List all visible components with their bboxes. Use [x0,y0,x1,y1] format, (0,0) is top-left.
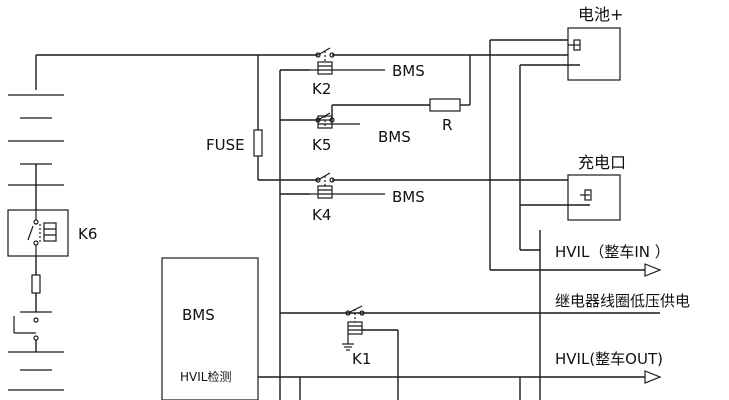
charge-port-connector [520,174,621,221]
label-k1: K1 [352,350,371,368]
lower-battery [8,256,64,391]
fuse [253,129,263,157]
relay-k2 [310,47,385,75]
label-hvil-detect: HVIL检测 [180,369,231,384]
bms-block [161,257,259,400]
label-bms-block: BMS [182,306,215,324]
label-hvil-in: HVIL（整车IN ） [555,243,670,261]
label-bms-k4: BMS [392,188,425,206]
relay-k6 [7,209,69,257]
relay-k4 [280,172,568,199]
label-r: R [442,116,452,134]
label-k5: K5 [312,136,331,154]
label-k4: K4 [312,206,331,224]
hvil-in-arrow [644,263,662,277]
label-fuse: FUSE [206,136,245,154]
battery-stack [8,55,64,210]
label-bms-k5: BMS [378,128,411,146]
label-charge-port: 充电口 [578,153,626,172]
label-relay-coil-supply: 继电器线圈低压供电 [555,292,690,310]
relay-k1 [342,305,399,400]
label-k2: K2 [312,80,331,98]
label-k6: K6 [78,225,97,243]
label-hvil-out: HVIL(整车OUT) [555,350,663,368]
battery-plus-connector [470,27,621,270]
resistor-r [429,98,461,112]
relay-k5 [280,98,470,129]
label-battery-plus: 电池+ [578,5,623,24]
label-bms-k2: BMS [392,62,425,80]
hvil-out-arrow [644,370,662,384]
